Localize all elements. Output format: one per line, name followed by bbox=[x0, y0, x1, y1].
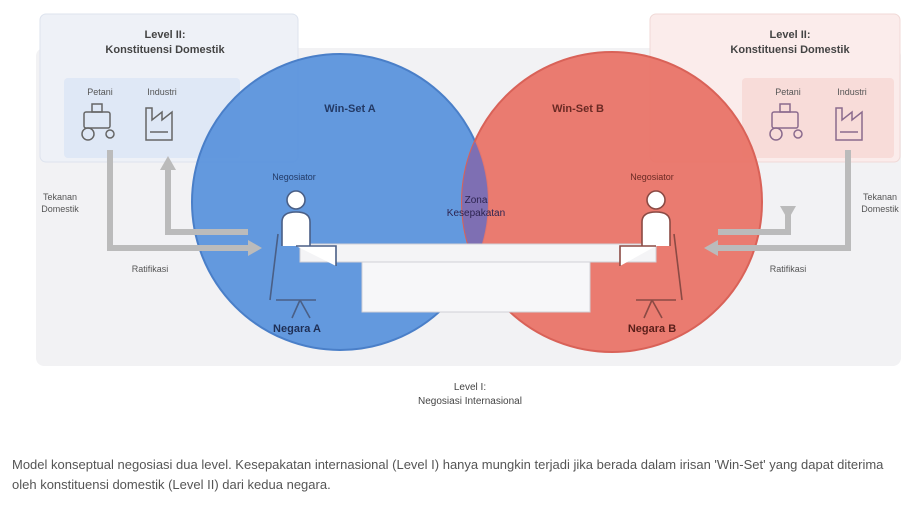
right-negotiator-figure-icon bbox=[619, 190, 683, 319]
right-industry-label: Industri bbox=[837, 87, 867, 97]
left-industry-label: Industri bbox=[147, 87, 177, 97]
negotiation-table-top bbox=[299, 243, 657, 263]
left-upward-arrow-icon bbox=[165, 168, 248, 235]
right-ratify-label: Ratifikasi bbox=[770, 264, 807, 274]
left-box-title-line1: Level II: bbox=[145, 29, 186, 41]
left-up-arrow-head-icon bbox=[160, 156, 176, 170]
two-level-game-diagram: Level II: Konstituensi Domestik Level II… bbox=[36, 13, 901, 407]
left-arrow-head-icon bbox=[248, 240, 262, 256]
right-pressure-label-line2: Domestik bbox=[861, 204, 899, 214]
agreement-zone-label-line1: Zona bbox=[465, 195, 488, 206]
left-negotiator-label: Negosiator bbox=[272, 172, 316, 182]
right-arrow-head-icon bbox=[704, 240, 718, 256]
right-actors-panel bbox=[742, 78, 894, 158]
win-set-a-label: Win-Set A bbox=[324, 103, 375, 115]
level1-title: Level I: bbox=[454, 382, 486, 393]
left-farmer-label: Petani bbox=[87, 87, 113, 97]
left-pressure-label-line2: Domestik bbox=[41, 204, 79, 214]
right-pressure-arrow-icon bbox=[718, 150, 851, 251]
left-pressure-label-line1: Tekanan bbox=[43, 192, 77, 202]
left-negotiator-figure-icon bbox=[269, 190, 337, 319]
figure-caption: Model konseptual negosiasi dua level. Ke… bbox=[12, 457, 884, 492]
level1-subtitle: Negosiasi Internasional bbox=[418, 396, 522, 407]
left-box-title-line2: Konstituensi Domestik bbox=[105, 44, 225, 56]
country-b-label: Negara B bbox=[628, 323, 676, 335]
left-ratify-label: Ratifikasi bbox=[132, 264, 169, 274]
right-tractor-icon bbox=[769, 103, 803, 141]
right-factory-icon bbox=[835, 107, 863, 141]
right-negotiator-label: Negosiator bbox=[630, 172, 674, 182]
right-box-title-line2: Konstituensi Domestik bbox=[730, 44, 850, 56]
left-factory-icon bbox=[145, 107, 173, 141]
left-tractor-icon bbox=[81, 103, 115, 141]
left-pressure-arrow-icon bbox=[107, 150, 248, 251]
right-box-title-line1: Level II: bbox=[770, 29, 811, 41]
agreement-zone-label-line2: Kesepakatan bbox=[447, 208, 505, 219]
right-down-arrow-head-icon bbox=[780, 206, 796, 220]
right-pressure-label-line1: Tekanan bbox=[863, 192, 897, 202]
country-a-label: Negara A bbox=[273, 323, 321, 335]
right-farmer-label: Petani bbox=[775, 87, 801, 97]
negotiation-table-front bbox=[361, 261, 591, 313]
win-set-b-label: Win-Set B bbox=[552, 103, 604, 115]
